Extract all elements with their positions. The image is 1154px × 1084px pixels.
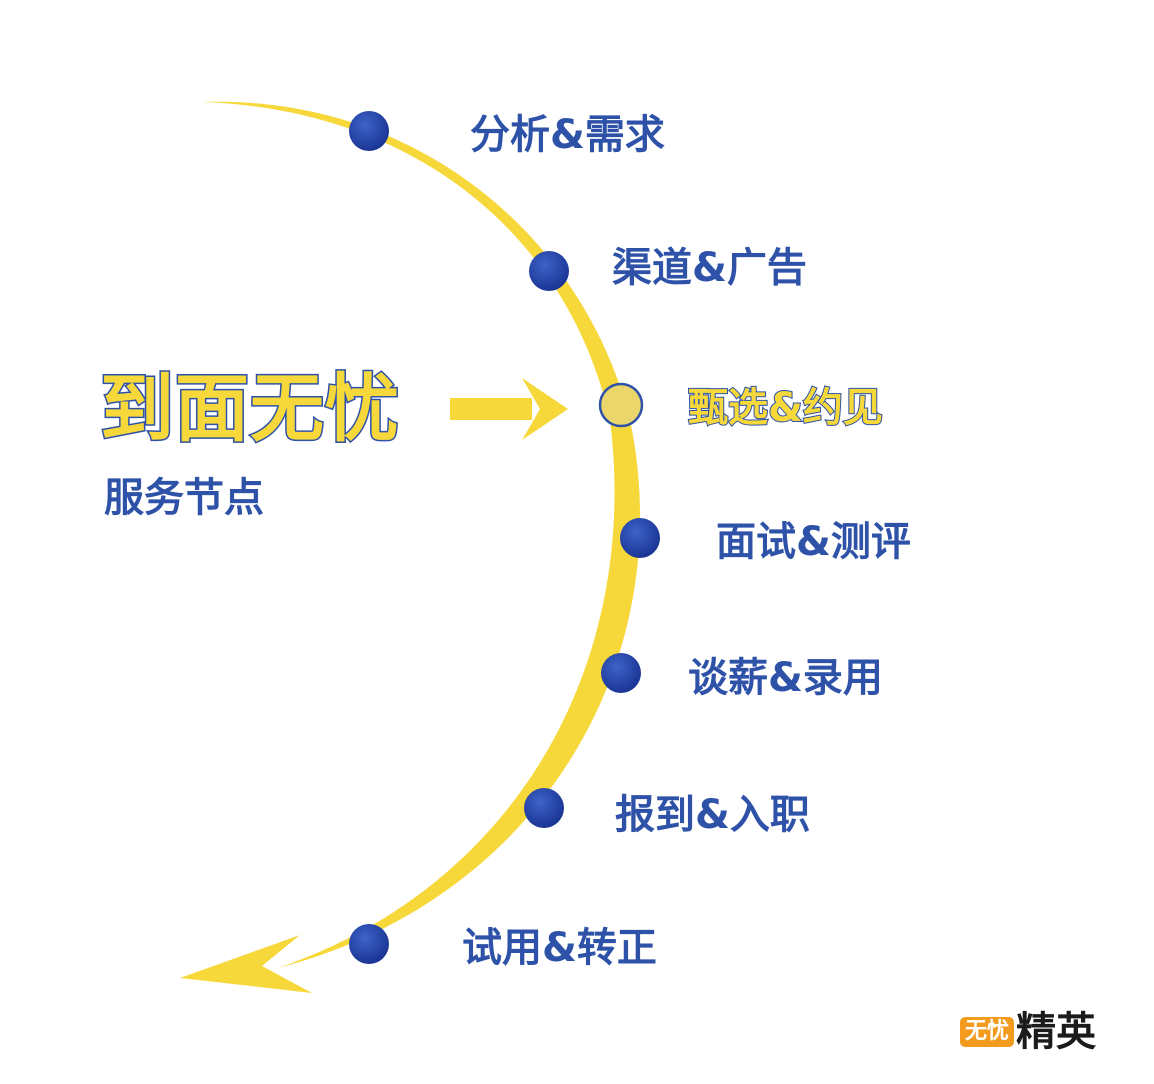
subtitle: 服务节点 <box>104 475 264 521</box>
step-dot <box>349 111 389 151</box>
arc-arrowhead <box>180 935 312 993</box>
logo-badge: 无忧 <box>960 1017 1015 1047</box>
main-title: 到面无忧 <box>99 366 401 452</box>
step-dot <box>620 518 660 558</box>
step-label-interview: 面试&测评 <box>716 519 911 565</box>
logo-text: 精英 <box>1016 1009 1097 1055</box>
step-label-channels: 渠道&广告 <box>612 245 807 291</box>
step-dot <box>601 653 641 693</box>
step-dot <box>524 788 564 828</box>
step-label-analysis: 分析&需求 <box>470 112 665 158</box>
step-dot <box>349 924 389 964</box>
brand-logo: 无忧 精英 <box>960 1012 1096 1052</box>
step-dot <box>529 251 569 291</box>
step-label-offer: 谈薪&录用 <box>688 655 883 701</box>
step-dot-active <box>598 382 644 428</box>
step-label-onboarding: 报到&入职 <box>615 792 810 838</box>
pointer-arrow-shaft <box>450 398 532 420</box>
step-label-probation: 试用&转正 <box>462 925 657 971</box>
step-label-screening: 甄选&约见 <box>687 385 884 431</box>
timeline-arc <box>203 101 641 968</box>
pointer-arrow-head <box>522 378 568 440</box>
